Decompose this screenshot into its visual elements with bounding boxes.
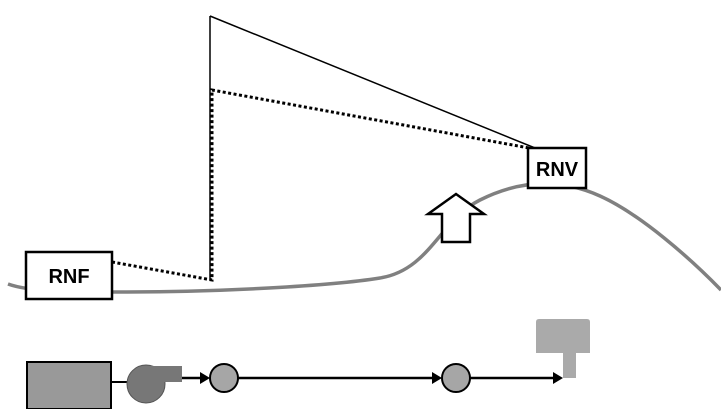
solid-gradient-slope	[209, 15, 541, 151]
flow-arrow-3	[553, 372, 563, 384]
pump-icon	[126, 364, 182, 404]
rnv-box: RNV	[526, 146, 588, 190]
rnf-box: RNF	[24, 250, 114, 301]
terrain-profile	[7, 182, 721, 294]
rnv-label: RNV	[536, 159, 579, 181]
reservoir-block-icon	[26, 361, 112, 409]
rnv-box-frame	[526, 146, 588, 190]
rnf-box-frame	[24, 250, 114, 301]
flow-arrow-2	[432, 372, 442, 384]
rnf-label: RNF	[48, 266, 89, 288]
up-arrow-icon	[424, 192, 488, 244]
pump-outlet	[146, 366, 182, 382]
node-icon	[441, 363, 471, 393]
node-icon	[209, 363, 239, 393]
nozzle-icon	[536, 319, 590, 378]
flow-arrow-1	[200, 372, 210, 384]
dotted-gradient-line	[111, 88, 541, 282]
